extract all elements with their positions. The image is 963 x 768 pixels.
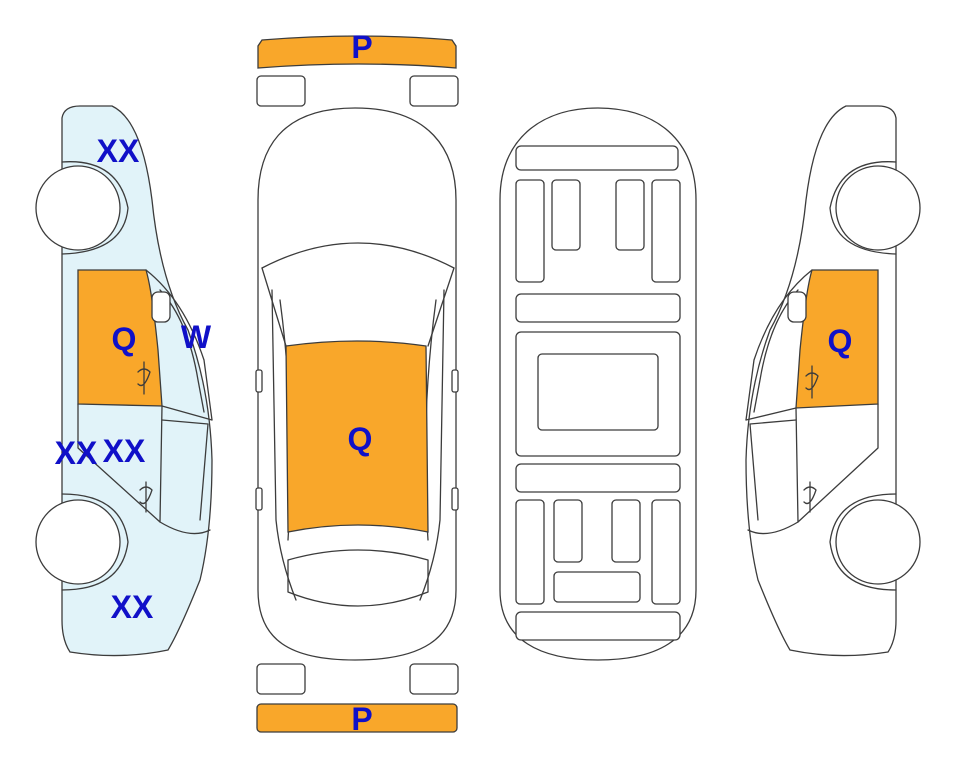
front-left-headlamp[interactable] <box>256 75 306 107</box>
rear-left-taillamp[interactable] <box>256 663 306 695</box>
under-panel-5[interactable] <box>651 179 681 283</box>
left-rear-handle[interactable] <box>139 481 153 513</box>
right-window-frame <box>745 269 813 421</box>
left-mirror-label: W <box>181 319 212 355</box>
under-panel-14[interactable] <box>553 571 641 603</box>
right-front-handle[interactable] <box>805 365 819 399</box>
top-handle-left[interactable] <box>255 487 263 511</box>
right-front-arch <box>829 161 897 255</box>
top-body-outline <box>257 107 457 661</box>
rear-bumper[interactable] <box>256 703 458 733</box>
left-window-frame <box>145 269 213 421</box>
under-panel-13[interactable] <box>651 499 681 605</box>
under-panel-1[interactable] <box>515 145 679 171</box>
roof-side-right <box>419 289 445 601</box>
left-rear-wheel[interactable] <box>35 499 121 585</box>
under-panel-3[interactable] <box>551 179 581 251</box>
under-panel-11[interactable] <box>553 499 583 563</box>
left-door-label: Q <box>112 321 137 357</box>
top-mirror-left[interactable] <box>255 369 263 393</box>
left-upper-label: XX <box>97 133 140 169</box>
front-bumper-label: P <box>351 29 372 65</box>
under-panel-10[interactable] <box>515 499 545 605</box>
right-rear-handle[interactable] <box>803 481 817 513</box>
hood-label: Q <box>348 421 373 457</box>
front-bumper-group: P <box>256 29 459 107</box>
under-panel-2[interactable] <box>515 179 545 283</box>
right-front-wheel[interactable] <box>835 165 921 251</box>
front-bumper[interactable] <box>257 35 457 69</box>
rear-right-taillamp[interactable] <box>409 663 459 695</box>
right-rear-glass <box>749 419 797 521</box>
left-rear-door-line <box>77 403 163 523</box>
right-rear-arch <box>829 493 897 591</box>
right-rear-wheel[interactable] <box>835 499 921 585</box>
left-rear-glass <box>161 419 209 521</box>
left-front-wheel[interactable] <box>35 165 121 251</box>
right-door-label: Q <box>828 323 853 359</box>
front-right-headlamp[interactable] <box>409 75 459 107</box>
left-belt-line <box>161 405 213 421</box>
under-panel-6[interactable] <box>515 293 681 323</box>
under-panel-9[interactable] <box>515 463 681 493</box>
a-pillar-left <box>261 267 287 347</box>
under-panel-4[interactable] <box>615 179 645 251</box>
top-roof-panel[interactable] <box>285 340 429 533</box>
under-panel-12[interactable] <box>611 499 641 563</box>
left-mid-label-a: XX <box>55 435 98 471</box>
right-rear-sill <box>747 521 799 535</box>
under-panel-15[interactable] <box>515 611 681 641</box>
left-front-arch <box>61 161 129 255</box>
top-handle-right[interactable] <box>451 487 459 511</box>
underbody-outline <box>499 107 697 661</box>
left-rear-arch <box>61 493 129 591</box>
car-top-view: Q <box>255 107 459 661</box>
windshield-line <box>261 242 455 269</box>
rear-window-line <box>287 549 429 607</box>
left-rear-sill <box>159 521 211 535</box>
rear-bumper-label: P <box>351 701 372 737</box>
right-belt-line <box>745 407 797 421</box>
car-right-side-view: Q <box>745 105 921 657</box>
rear-bumper-group: P <box>256 663 459 737</box>
under-panel-8[interactable] <box>537 353 659 431</box>
left-lower-label: XX <box>111 589 154 625</box>
top-mirror-right[interactable] <box>451 369 459 393</box>
car-left-side-view: XX Q W XX XX XX <box>35 105 213 657</box>
right-mirror[interactable] <box>787 291 807 323</box>
left-mid-label-b: XX <box>103 433 146 469</box>
roof-side-left <box>271 289 297 601</box>
left-mirror[interactable] <box>151 291 171 323</box>
right-rear-door-line <box>795 403 879 523</box>
car-underbody-view <box>499 107 697 661</box>
left-front-handle[interactable] <box>137 361 151 395</box>
